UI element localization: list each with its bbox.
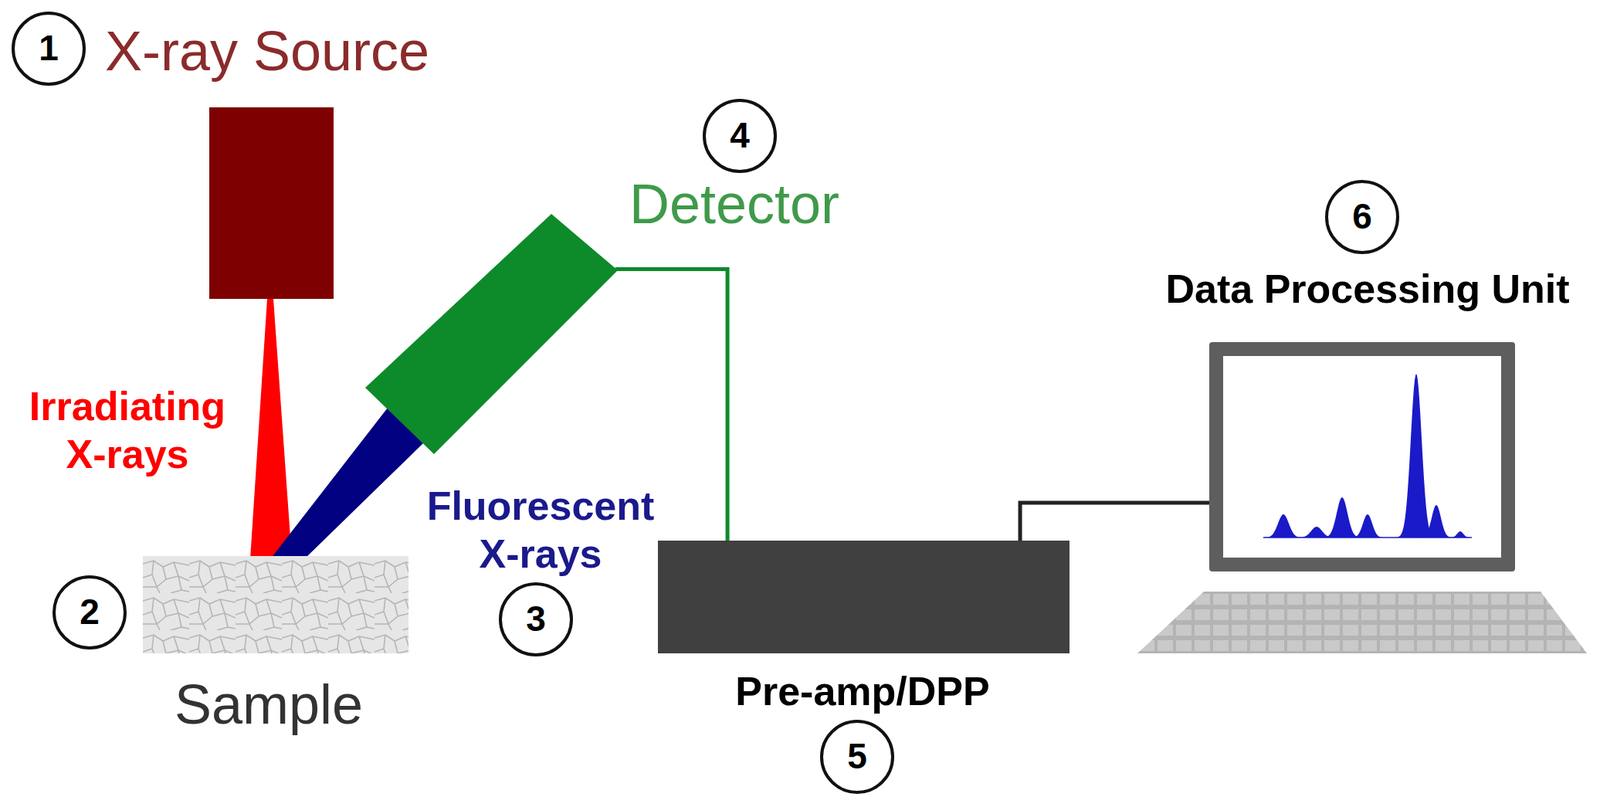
- preamp-dpp-label: Pre-amp/DPP: [735, 667, 990, 716]
- fluorescent-beam: [270, 407, 424, 560]
- data-processing-unit-label: Data Processing Unit: [1165, 264, 1570, 313]
- callout-circle: [821, 721, 893, 793]
- callout-number: 6: [1352, 195, 1373, 238]
- keyboard: [1137, 591, 1587, 654]
- preamp-dpp-outline: [657, 540, 1070, 654]
- callout-circle: [1326, 181, 1398, 253]
- beam-label: Fluorescent X-rays: [420, 481, 661, 579]
- spectrum-peak: [1447, 531, 1473, 538]
- monitor-screen: [1223, 355, 1502, 558]
- callout-circle: [704, 100, 776, 172]
- spectrum: [1261, 373, 1473, 538]
- sample-label: Sample: [174, 671, 363, 738]
- xray-source-shape: [209, 107, 334, 299]
- monitor-bezel: [1209, 342, 1516, 572]
- detector-label: Detector: [629, 170, 840, 238]
- callout-circle: [54, 576, 126, 648]
- preamp-dpp-node: Pre-amp/DPP: [657, 540, 1070, 654]
- sample-shape: [142, 555, 409, 654]
- spectrum-peak: [1261, 514, 1306, 538]
- spectrum-peak: [1417, 505, 1455, 538]
- spectrum-peak: [1349, 514, 1387, 538]
- callout-number: 2: [79, 590, 100, 634]
- callout-number: 1: [38, 27, 59, 70]
- callout-circles: [13, 13, 1398, 793]
- callout-number: 4: [729, 114, 750, 157]
- data-cable: [1020, 502, 1210, 541]
- data-processing-unit-node: Data Processing Unit: [1209, 342, 1516, 572]
- beam-label: Irradiating X-rays: [19, 382, 236, 479]
- spectrum-peak: [1320, 497, 1364, 538]
- sample-outline: [142, 555, 409, 654]
- xray-source-node: X-ray Source: [209, 107, 334, 299]
- callout-number: 5: [847, 735, 868, 778]
- xray-source-outline: [209, 107, 334, 299]
- callout-circle: [13, 13, 85, 85]
- callout-number: 3: [525, 597, 546, 641]
- detector-node: Detector: [365, 213, 618, 455]
- preamp-dpp-shape: [657, 540, 1070, 654]
- xray-source-label: X-ray Source: [105, 17, 430, 85]
- detector-shape: [365, 213, 618, 455]
- sample-node: Sample: [142, 555, 409, 654]
- detector-outline: [365, 213, 618, 455]
- callout-circle: [500, 583, 572, 655]
- data-processing-unit-outline: [1209, 342, 1516, 572]
- irradiating-beam: [250, 298, 292, 560]
- spectrum-peak: [1394, 373, 1438, 538]
